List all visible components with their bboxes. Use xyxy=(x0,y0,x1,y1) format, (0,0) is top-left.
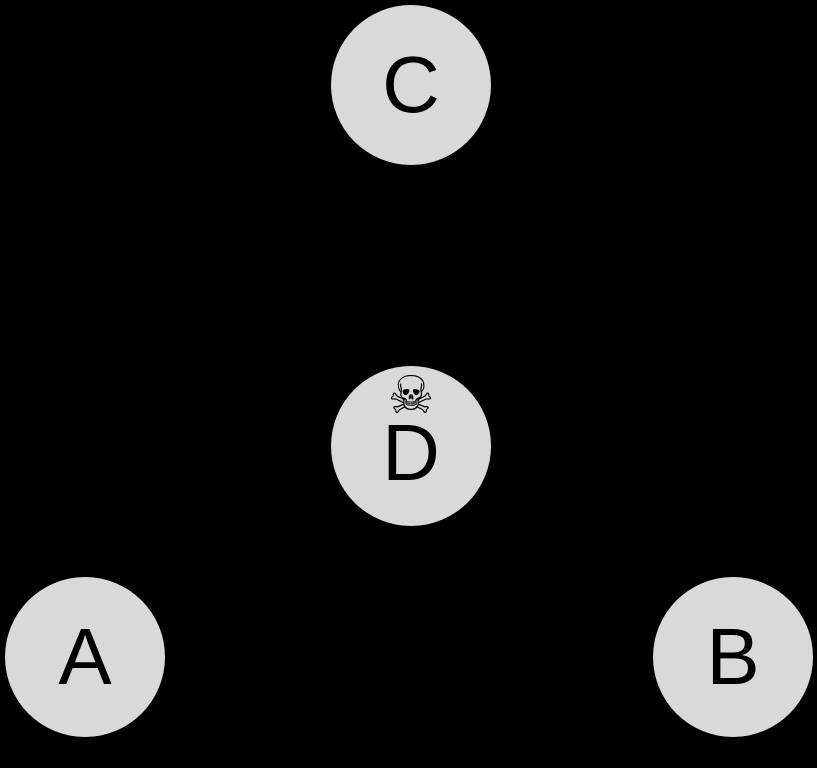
node-b: B xyxy=(653,577,813,737)
skull-and-crossbones-icon: ☠ xyxy=(387,366,435,426)
node-d-label: D xyxy=(382,408,440,497)
node-c-label: C xyxy=(382,40,440,129)
node-a: A xyxy=(5,577,165,737)
node-d: ☠ D xyxy=(331,366,491,526)
node-a-label: A xyxy=(58,612,112,701)
node-b-label: B xyxy=(706,612,760,701)
node-c: C xyxy=(331,5,491,165)
